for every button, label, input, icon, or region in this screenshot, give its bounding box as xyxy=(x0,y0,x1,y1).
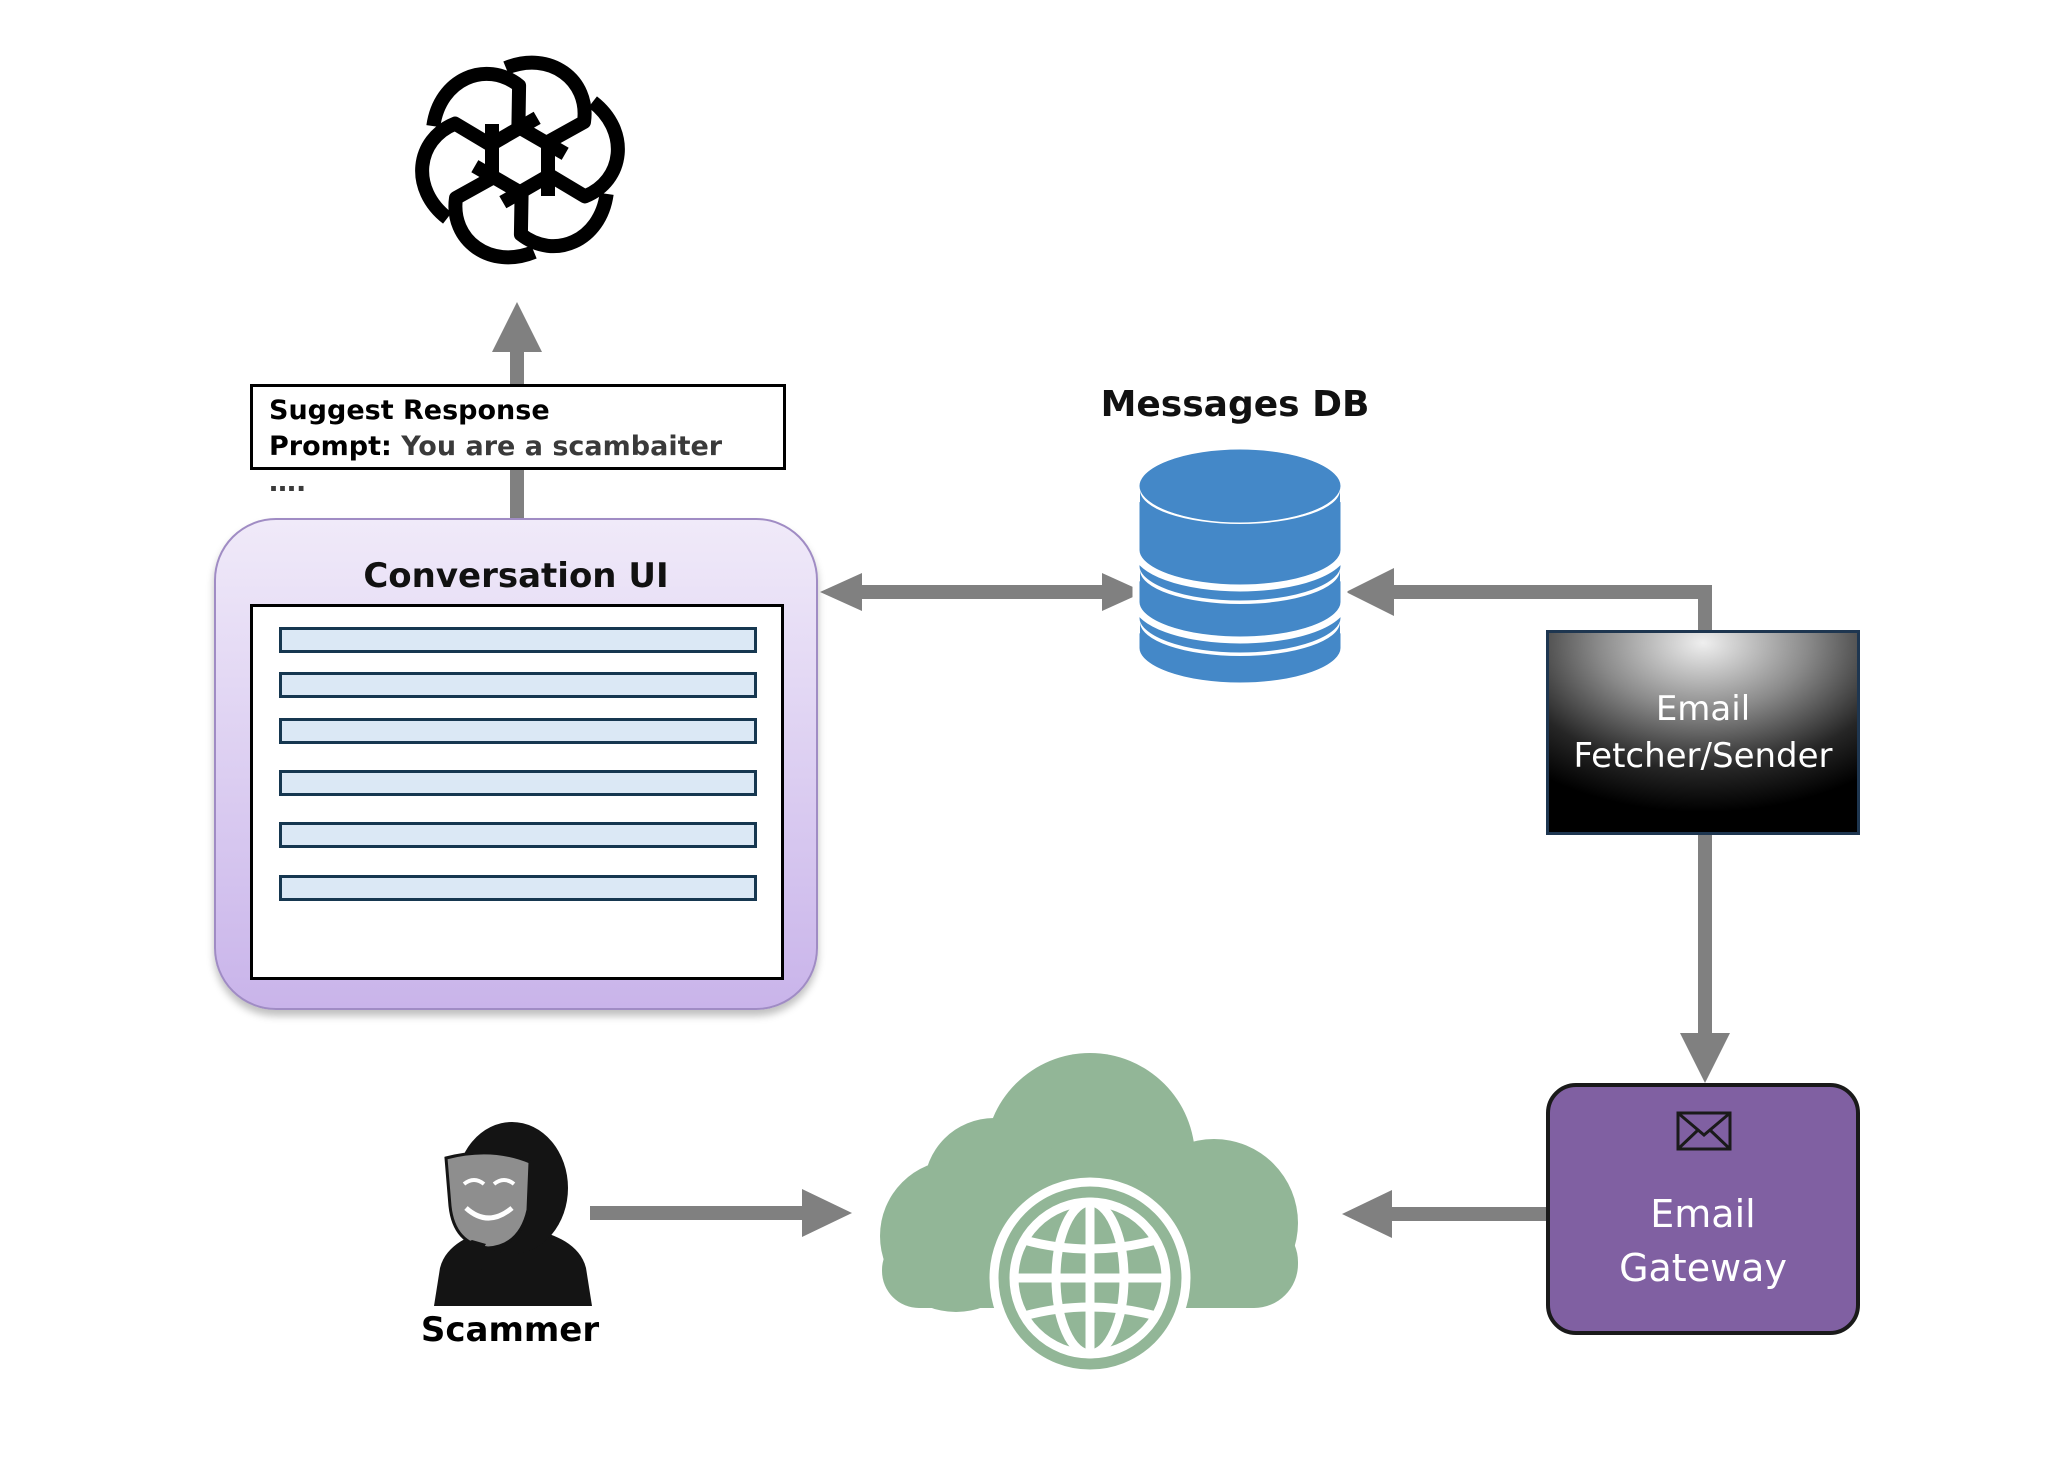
database-icon xyxy=(1132,442,1348,690)
email-gateway-label: Email Gateway xyxy=(1550,1187,1856,1295)
cloud-globe-icon xyxy=(880,1053,1298,1376)
masked-person-icon xyxy=(434,1122,592,1306)
arrow-ui-db-left-head xyxy=(820,573,862,611)
fetcher-line2: Fetcher/Sender xyxy=(1573,735,1833,776)
arrow-fetcher-gateway-head xyxy=(1680,1033,1730,1083)
prompt-line2: Prompt: You are a scambaiter …. xyxy=(269,429,767,501)
arrow-ui-to-ai-head xyxy=(492,302,542,352)
conversation-panel xyxy=(250,604,784,980)
envelope-icon xyxy=(1676,1111,1732,1151)
prompt-label: Prompt: xyxy=(269,431,392,462)
message-bar xyxy=(279,718,757,744)
arrow-gateway-internet-head xyxy=(1342,1190,1392,1238)
conversation-ui-title: Conversation UI xyxy=(363,556,669,596)
message-bar xyxy=(279,627,757,653)
message-bar xyxy=(279,672,757,698)
arrow-ui-db xyxy=(860,585,1104,599)
arrow-gateway-internet xyxy=(1388,1207,1546,1221)
prompt-line1: Suggest Response xyxy=(269,395,550,426)
email-gateway: Email Gateway xyxy=(1546,1083,1860,1335)
arrow-fetcher-db-head xyxy=(1346,568,1394,616)
scammer-label: Scammer xyxy=(420,1310,600,1350)
prompt-text: You are a scambaiter …. xyxy=(269,431,723,498)
message-bar xyxy=(279,770,757,796)
arrow-fetcher-gateway xyxy=(1698,835,1712,1035)
email-fetcher-sender: Email Fetcher/Sender xyxy=(1546,630,1860,835)
gateway-line1: Email xyxy=(1650,1192,1756,1236)
prompt-box: Suggest Response Prompt: You are a scamb… xyxy=(250,384,786,498)
arrow-ui-db-right-head xyxy=(1102,573,1144,611)
fetcher-line1: Email xyxy=(1655,688,1751,729)
arrow-scammer-internet xyxy=(590,1206,810,1220)
messages-db-label: Messages DB xyxy=(1100,384,1370,425)
conversation-ui: Conversation UI xyxy=(214,518,818,1010)
message-bar xyxy=(279,822,757,848)
gateway-line2: Gateway xyxy=(1619,1246,1787,1290)
message-bar xyxy=(279,875,757,901)
arrow-fetcher-db-horizontal xyxy=(1390,585,1712,599)
openai-logo-icon xyxy=(415,55,625,265)
arrow-scammer-internet-head xyxy=(802,1189,852,1237)
